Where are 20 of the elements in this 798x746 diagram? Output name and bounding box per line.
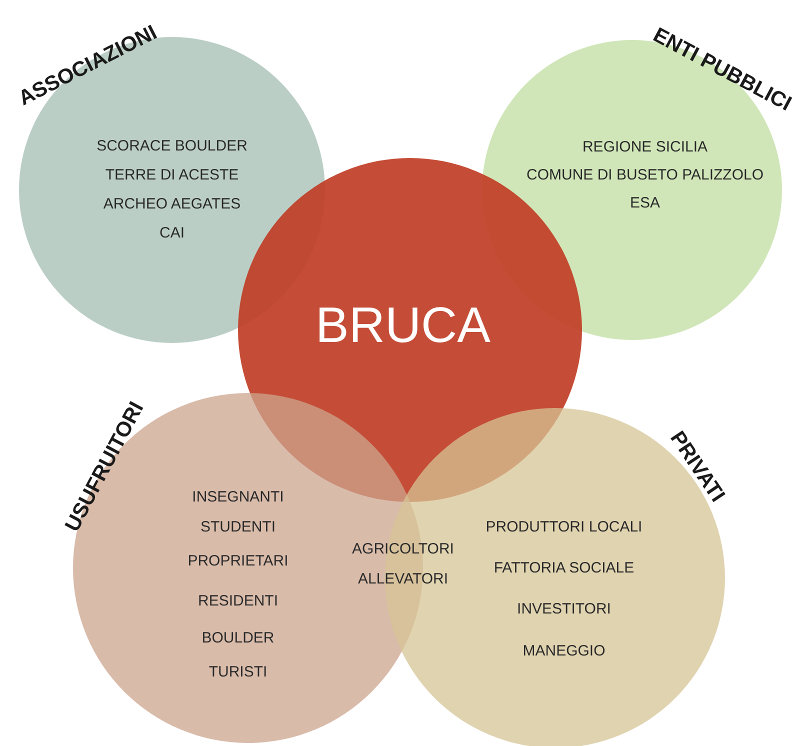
list-item: TURISTI: [208, 664, 268, 680]
list-item: MANEGGIO: [522, 642, 606, 660]
list-item: ARCHEO AEGATES: [103, 196, 241, 212]
list-item: PRODUTTORI LOCALI: [486, 518, 642, 536]
list-item: RESIDENTI: [198, 592, 278, 610]
list-item: CAI: [160, 224, 184, 242]
list-item: STUDENTI: [200, 518, 276, 536]
list-item: INVESTITORI: [517, 600, 611, 618]
list-item: PROPRIETARI: [188, 552, 288, 570]
list-item: INSEGNANTI: [192, 488, 284, 506]
overlap-label: AGRICOLTORI: [352, 540, 454, 558]
list-item: ESA: [630, 194, 660, 212]
list-item: TERRE DI ACESTE: [105, 166, 239, 184]
list-item: REGIONE SICILIA: [582, 138, 708, 156]
center-title: BRUCA: [315, 296, 491, 354]
overlap-label: ALLEVATORI: [358, 570, 448, 588]
list-item: COMUNE DI BUSETO PALIZZOLO: [526, 166, 764, 184]
list-item: FATTORIA SOCIALE: [494, 560, 634, 576]
list-item: BOULDER: [202, 630, 274, 646]
list-item: SCORACE BOULDER: [96, 138, 248, 154]
